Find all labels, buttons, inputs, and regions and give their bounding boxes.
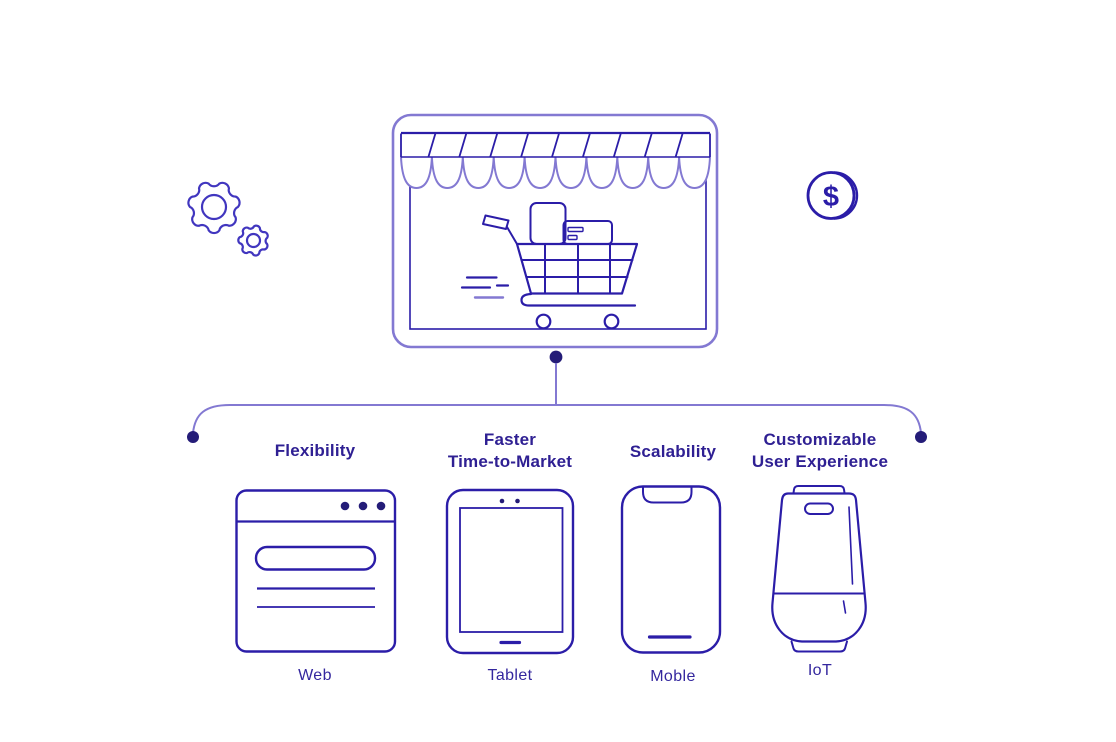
smart-speaker-icon (771, 485, 867, 653)
title-line: Time-to-Market (447, 451, 573, 471)
browser-dot (340, 501, 350, 511)
title-line: Flexibility (274, 441, 356, 460)
awning-icon (400, 131, 711, 190)
dollar-symbol: $ (823, 181, 839, 213)
speaker-top-cap (792, 485, 846, 494)
cart-grid-vertical (544, 243, 611, 295)
smartphone-icon (620, 485, 722, 654)
awning-stripe-line (582, 133, 591, 158)
cart-wheel (603, 313, 620, 330)
connector-tree (187, 350, 927, 443)
browser-window-icon (235, 489, 397, 653)
cart-box-wide (562, 220, 613, 245)
gear-small-hole (245, 232, 262, 249)
awning-stripe-line (612, 133, 622, 158)
tablet-screen (459, 507, 564, 633)
speed-lines (460, 276, 510, 289)
cart-handle (482, 214, 510, 230)
browser-frame (235, 489, 397, 653)
gear-large (187, 181, 241, 235)
browser-dot (376, 501, 386, 511)
gears-icon (187, 181, 269, 257)
device-label-mobile: Moble (650, 668, 696, 685)
coin-circle (806, 171, 856, 220)
tablet-camera-dot (515, 498, 520, 504)
box-label-line (567, 234, 578, 241)
awning-stripes (400, 133, 711, 158)
cart-wheel (535, 313, 552, 330)
tablet-icon (445, 488, 575, 655)
box-label-line (567, 226, 584, 233)
dollar-coin-icon: $ (806, 171, 859, 220)
cart-box-tall (529, 202, 567, 245)
branch-title-tablet: Faster Time-to-Market (400, 429, 620, 472)
connector-right-dot (915, 431, 927, 443)
device-label-iot: IoT (807, 662, 833, 679)
awning-stripe-line (520, 133, 529, 158)
device-label-web: Web (298, 667, 332, 684)
phone-frame (620, 485, 722, 654)
browser-dot (358, 501, 368, 511)
monitor-frame (391, 113, 719, 349)
tablet-frame (445, 488, 575, 655)
cart-base-bar (520, 292, 637, 307)
title-line: Scalability (629, 442, 717, 461)
connector-left-dot (187, 431, 199, 443)
connector-root-dot (549, 350, 563, 364)
speaker-base (790, 640, 848, 653)
storefront-monitor-with-cart-icon (391, 113, 719, 349)
awning-stripe-line (458, 133, 468, 158)
title-line: Faster (483, 430, 537, 449)
title-line: User Experience (751, 451, 889, 471)
connector-branch-curve (192, 404, 922, 434)
awning-stripe-line (427, 133, 437, 158)
phone-notch (642, 487, 693, 504)
awning-stripe-line (489, 133, 499, 158)
cart-grid-horizontal (520, 259, 634, 278)
branch-title-iot: Customizable User Experience (710, 429, 930, 472)
branch-title-mobile: Scalability (563, 441, 783, 463)
shopping-cart-icon (460, 202, 639, 330)
speaker-highlight (848, 506, 854, 585)
tablet-camera-dot (499, 498, 505, 504)
speaker-body (771, 492, 867, 643)
branch-title-web: Flexibility (205, 440, 425, 462)
coin-rim (833, 171, 859, 220)
speaker-highlight (842, 600, 847, 614)
device-label-tablet: Tablet (487, 667, 533, 684)
speaker-slot (804, 502, 834, 515)
cart-handle-bar (506, 226, 518, 245)
awning-fill (401, 133, 710, 188)
awning-stripe-line (674, 133, 684, 158)
browser-search-bar (254, 545, 377, 571)
gear-large-hole (200, 193, 228, 221)
awning-stripe-line (643, 133, 653, 158)
title-line: Customizable (763, 430, 877, 449)
awning-stripe-line (551, 133, 560, 158)
gear-small (237, 224, 269, 257)
